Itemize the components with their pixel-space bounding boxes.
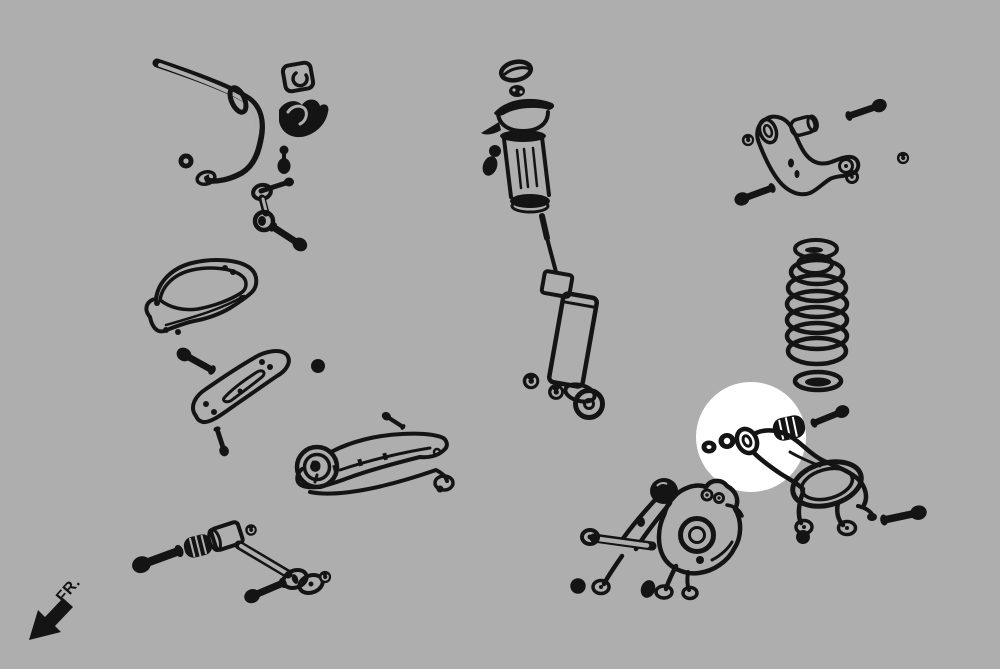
stabilizer-bracket-bolt <box>277 145 291 174</box>
lower-arm-dot <box>796 530 810 544</box>
trailing-arm-bracket <box>191 349 291 425</box>
spring-lower-seat <box>792 369 844 393</box>
trailing-arm <box>294 431 455 496</box>
lateral-link-rear-bolt <box>242 575 289 606</box>
shock-absorber-top-nut <box>509 85 525 97</box>
upper-arm-bushing <box>789 114 819 138</box>
stabilizer-bracket <box>279 99 329 138</box>
stabilizer-end-link-bolt <box>266 219 310 255</box>
lateral-link-serrated-bushing <box>183 534 213 558</box>
shock-lower-nut-2 <box>546 382 566 402</box>
shock-absorber-cap <box>498 59 534 83</box>
upper-arm-rear-bolt <box>843 96 889 124</box>
shock-lower-nut-1 <box>521 371 541 391</box>
lateral-link-nut-rear <box>318 570 332 584</box>
lateral-link-front-bolt <box>129 541 186 576</box>
lower-arm-outer-bolt <box>808 403 852 431</box>
lateral-link-nut-front <box>244 523 258 537</box>
stabilizer-grommet <box>178 153 194 169</box>
trailing-arm-bolt <box>380 410 407 432</box>
shock-upper-mount <box>481 98 555 142</box>
coil-spring <box>784 253 850 367</box>
lower-arm-rear-bolt <box>878 503 929 528</box>
knuckle-front-dot <box>570 578 586 594</box>
front-direction-arrow: FR. <box>29 574 84 640</box>
stabilizer-bar-bushing <box>227 85 249 115</box>
shock-mount-bolt <box>482 145 501 176</box>
upper-arm-front-bolt <box>732 180 778 208</box>
upper-arm-nut-right <box>896 151 910 165</box>
arm-protector-plate <box>144 258 259 335</box>
lower-control-arm <box>734 426 877 537</box>
stabilizer-bar <box>152 58 265 186</box>
lateral-link <box>207 520 325 595</box>
stabilizer-d-bushing <box>280 60 316 94</box>
shock-absorber-body <box>539 213 605 420</box>
front-label: FR. <box>53 574 84 606</box>
stabilizer-end-link <box>251 177 294 233</box>
bracket-side-dot <box>311 359 325 373</box>
highlight-circle[interactable] <box>696 382 806 492</box>
shock-dust-boot <box>502 135 551 214</box>
rear-knuckle <box>580 478 744 601</box>
upper-control-arm <box>755 114 861 197</box>
upper-arm-nut-left <box>741 133 755 147</box>
protector-plate-bolt <box>174 345 219 378</box>
trailing-arm-bracket-bolt <box>211 425 231 458</box>
